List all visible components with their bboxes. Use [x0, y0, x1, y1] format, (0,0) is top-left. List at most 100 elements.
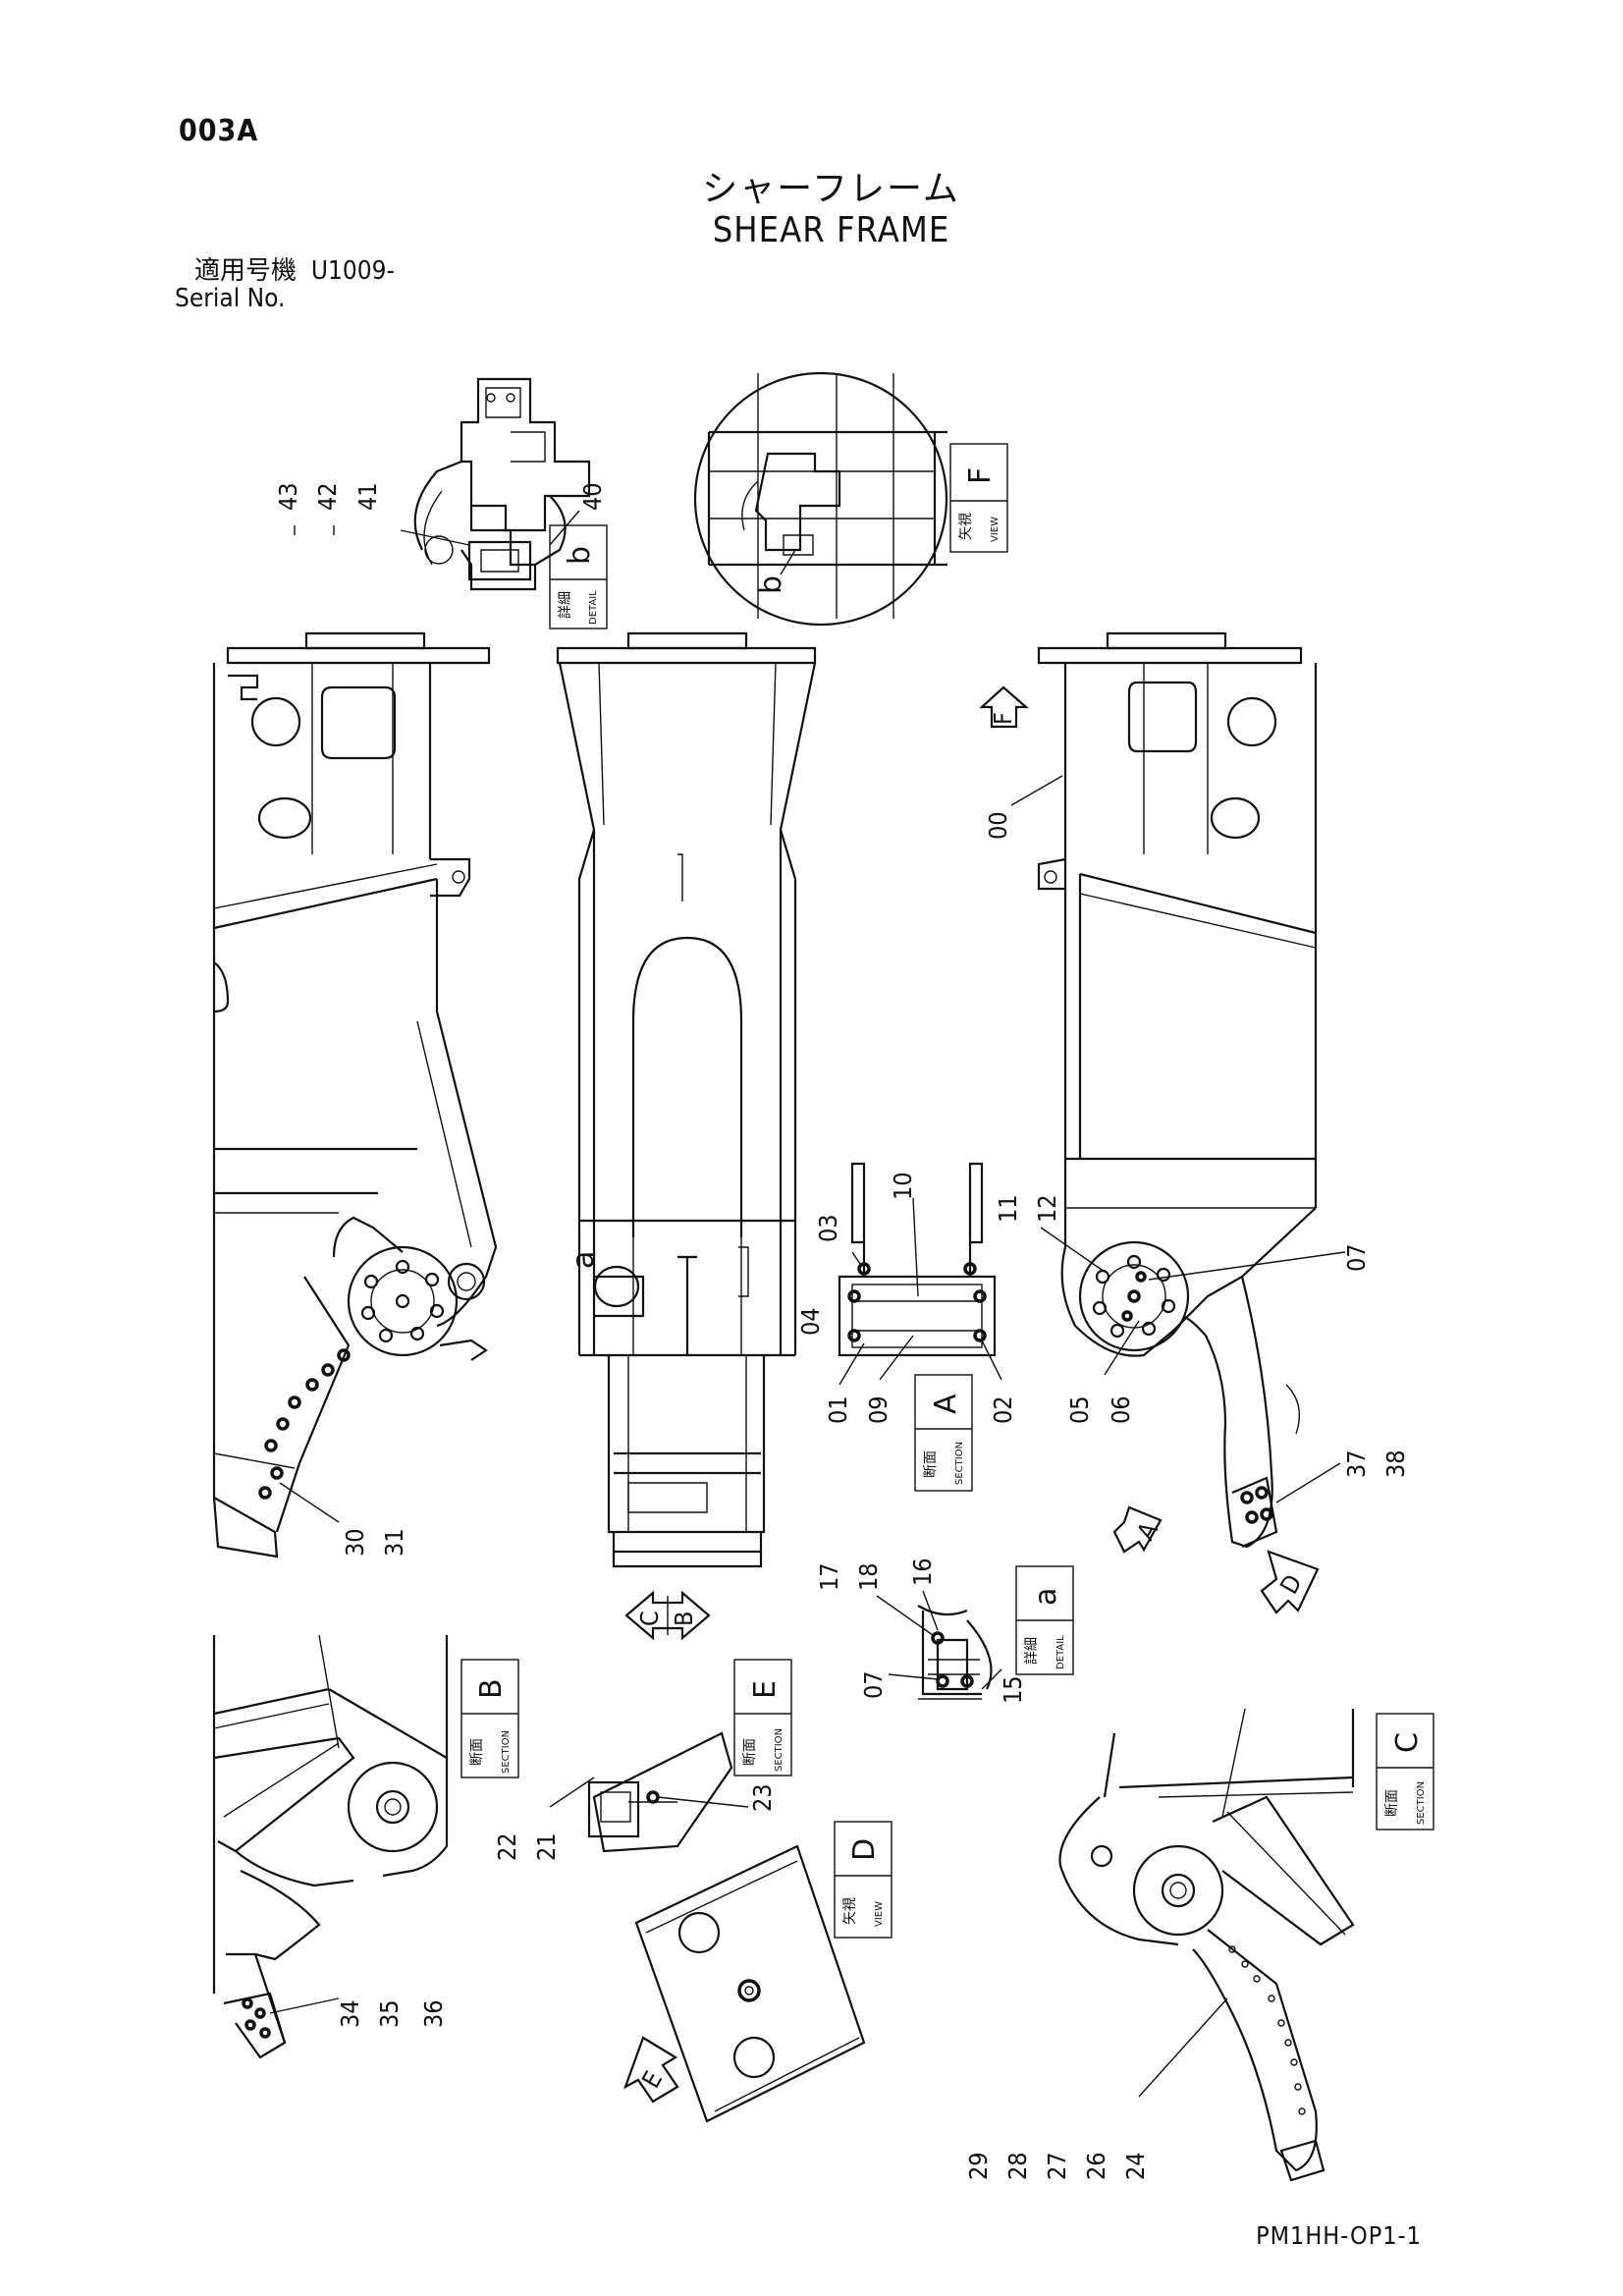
- view-f-en: VIEW: [990, 517, 1001, 542]
- detail-b-drawing: [400, 377, 591, 591]
- part-number-38: 38: [1381, 1449, 1410, 1478]
- part-number-26: 26: [1082, 2152, 1110, 2180]
- arrow-f: F: [979, 685, 1029, 729]
- serial-label-en: Serial No.: [175, 284, 286, 313]
- serial-block: 適用号機 U1009- Serial No.: [175, 257, 395, 312]
- part-number-18: 18: [854, 1562, 883, 1591]
- section-c-letter: C: [1390, 1732, 1425, 1753]
- part-number-04: 04: [796, 1307, 825, 1336]
- part-number-28: 28: [1003, 2152, 1032, 2180]
- part-number-11: 11: [994, 1194, 1022, 1223]
- arrow-b-letter: B: [670, 1612, 698, 1626]
- view-f-drawing: [693, 371, 948, 627]
- part-number-22: 22: [493, 1832, 521, 1861]
- section-a-jp: 断面: [923, 1450, 939, 1478]
- serial-label-jp: 適用号機: [194, 256, 298, 286]
- view-f-label: F 矢視 VIEW: [949, 443, 1008, 553]
- serial-value: U1009-: [310, 256, 395, 286]
- part-number-01: 01: [824, 1395, 852, 1424]
- arrow-c-letter: C: [635, 1611, 664, 1626]
- detail-b-en: DETAIL: [588, 590, 599, 625]
- section-e-jp: 断面: [742, 1738, 758, 1766]
- part-number-29: 29: [964, 2152, 993, 2180]
- section-e-en: SECTION: [774, 1728, 784, 1772]
- section-a-letter: A: [929, 1394, 963, 1414]
- view-d-letter: D: [847, 1838, 882, 1861]
- detail-a-drawing: [917, 1605, 993, 1700]
- left-side-view: [212, 631, 498, 1558]
- detail-b-jp: 詳細: [558, 591, 573, 619]
- section-b-label: B 断面 SECTION: [460, 1659, 519, 1778]
- section-c-label: C 断面 SECTION: [1376, 1713, 1434, 1831]
- section-c-en: SECTION: [1416, 1781, 1427, 1825]
- right-view-bolt-ring: [1092, 1254, 1176, 1339]
- section-c-jp: 断面: [1384, 1789, 1400, 1817]
- part-number-43: 43: [274, 482, 302, 511]
- arrow-f-letter: F: [989, 712, 1017, 725]
- arrow-d-letter: D: [1274, 1569, 1308, 1599]
- section-e-label: E 断面 SECTION: [733, 1659, 792, 1777]
- part-number-34: 34: [336, 1999, 364, 2028]
- part-number-27: 27: [1043, 2152, 1071, 2180]
- section-c-drawing: [1058, 1708, 1355, 2182]
- left-view-bolt-row: [258, 1348, 351, 1500]
- part-number-07: 07: [1342, 1243, 1371, 1272]
- part-number-17: 17: [815, 1562, 843, 1591]
- detail-b-letter: b: [563, 546, 597, 565]
- detail-a-en: DETAIL: [1055, 1635, 1066, 1669]
- view-d-en: VIEW: [874, 1901, 885, 1927]
- part-number-05: 05: [1065, 1395, 1094, 1424]
- section-c-hole-row: [1228, 1945, 1306, 2115]
- view-f-jp: 矢視: [958, 513, 974, 540]
- section-b-jp: 断面: [469, 1738, 485, 1766]
- title-japanese: シャーフレーム: [702, 169, 960, 209]
- part-number-36: 36: [419, 1999, 448, 2028]
- part-number-03: 03: [814, 1214, 842, 1242]
- part-number-15: 15: [999, 1675, 1027, 1704]
- part-number-42: 42: [313, 482, 342, 511]
- part-number-37: 37: [1342, 1449, 1371, 1478]
- part-number-21: 21: [532, 1832, 561, 1861]
- arrow-c-b: C B: [624, 1590, 711, 1641]
- section-b-en: SECTION: [501, 1730, 512, 1774]
- part-number-12: 12: [1033, 1194, 1061, 1223]
- arrow-a: A: [1112, 1505, 1163, 1554]
- view-d-jp: 矢視: [842, 1897, 858, 1925]
- detail-a-label: a 詳細 DETAIL: [1015, 1565, 1074, 1675]
- view-f-letter: F: [963, 467, 998, 484]
- detail-b-callout-letter: b: [754, 575, 788, 594]
- arrow-e-letter: E: [636, 2066, 668, 2093]
- part-number-16: 16: [908, 1558, 937, 1586]
- part-number-30: 30: [341, 1528, 369, 1557]
- detail-b-label: b 詳細 DETAIL: [549, 524, 608, 629]
- title-english: SHEAR FRAME: [712, 210, 950, 250]
- left-view-bolt-ring: [360, 1259, 445, 1343]
- part-number-31: 31: [380, 1528, 408, 1557]
- arrow-e: E: [622, 2036, 679, 2104]
- right-side-view: [1037, 631, 1318, 1549]
- view-d-label: D 矢視 VIEW: [834, 1821, 893, 1939]
- part-number-24: 24: [1121, 2152, 1150, 2180]
- part-number-10: 10: [889, 1172, 917, 1200]
- part-number-00: 00: [984, 811, 1012, 840]
- part-number-02: 02: [989, 1395, 1017, 1424]
- part-number-09: 09: [864, 1395, 893, 1424]
- view-d-drawing: [634, 1844, 866, 2123]
- document-code: PM1HH-OP1-1: [1256, 2221, 1422, 2250]
- section-a-label: A 断面 SECTION: [914, 1374, 973, 1492]
- part-number-41: 41: [353, 482, 382, 511]
- section-b-drawing: [212, 1634, 449, 2059]
- detail-a-callout-letter: a: [567, 1251, 601, 1269]
- detail-a-letter: a: [1029, 1588, 1063, 1606]
- section-a-en: SECTION: [954, 1442, 965, 1485]
- arrow-d: D: [1260, 1550, 1320, 1614]
- part-number-06: 06: [1107, 1395, 1135, 1424]
- section-e-letter: E: [748, 1680, 783, 1699]
- serial-line-jp: 適用号機 U1009-: [175, 257, 395, 285]
- part-number-23: 23: [748, 1783, 777, 1812]
- center-front-view: [556, 631, 817, 1568]
- part-number-35: 35: [375, 1999, 404, 2028]
- part-number-07b: 07: [859, 1670, 888, 1699]
- detail-a-jp: 詳細: [1024, 1637, 1040, 1665]
